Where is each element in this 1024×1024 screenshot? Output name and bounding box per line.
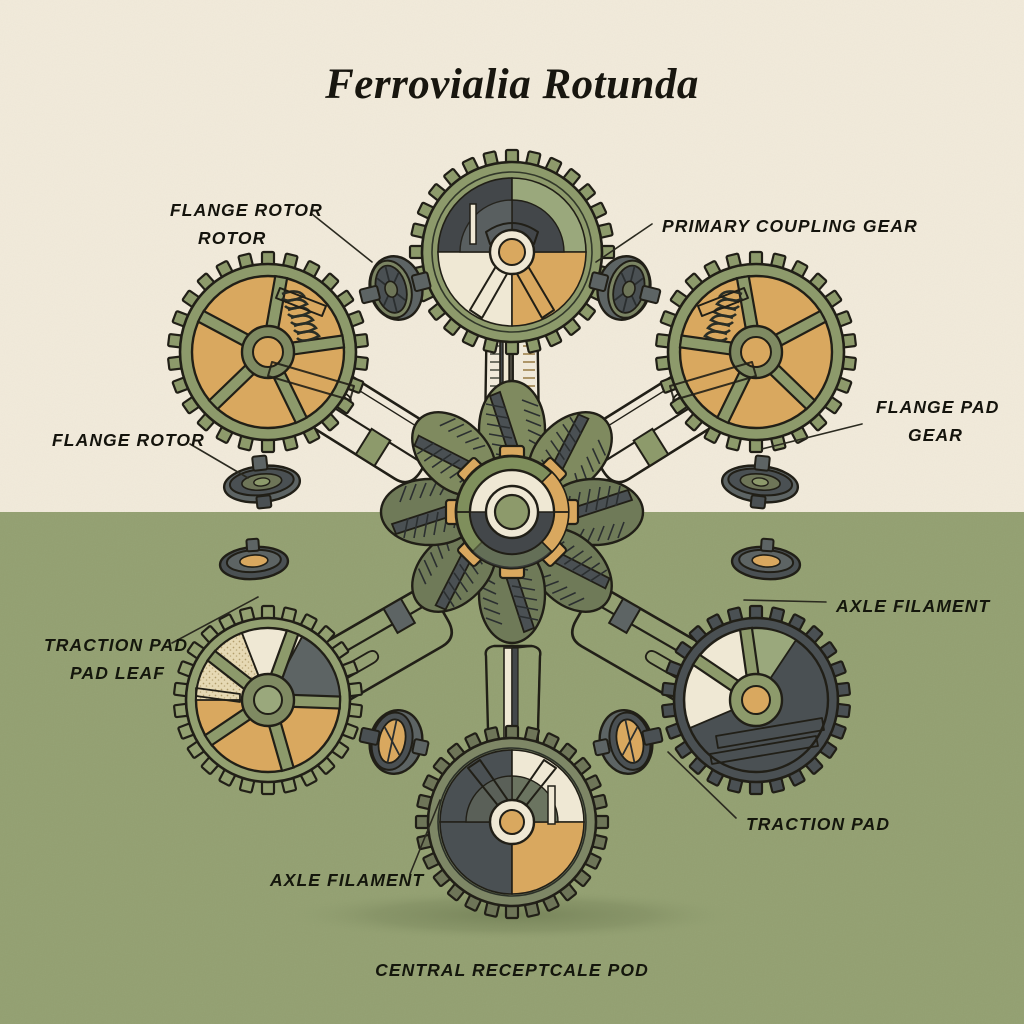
small-wheel-low-right [730,537,802,581]
callout-central-receptacle-pod[interactable]: CENTRAL RECEPTCALE POD [375,960,649,980]
gear-rim-inner-top [431,171,593,333]
gear-lower-right [661,604,851,796]
leader-flange-pad-gear [761,423,863,450]
leader-traction-pad [667,751,737,819]
leader-flange-rotor-rotor [311,213,373,263]
leader-axle-filament-right [743,599,827,603]
callout-label-line-1: CENTRAL RECEPTCALE POD [375,960,649,980]
callout-primary-coupling-gear[interactable]: PRIMARY COUPLING GEAR [662,216,918,236]
rosette-core [493,493,531,531]
callout-label-line-2: GEAR [908,425,963,445]
gear-assembly-lower-left [173,588,454,796]
gear-assembly-bottom [414,644,610,920]
small-wheel-top-left [358,255,432,321]
gear-bottom [414,724,610,920]
leader-traction-pad-pad-leaf [171,596,259,644]
callout-label-line-1: AXLE FILAMENT [835,596,991,616]
gear-lower-left [173,604,363,796]
gear-upper-right [655,250,857,454]
small-wheel-low-left [218,537,290,581]
gear-assembly-upper-right [585,250,857,484]
small-wheel-bottom-left [358,709,430,775]
callout-label-line-1: FLANGE PAD [876,397,999,417]
callout-flange-rotor[interactable]: FLANGE ROTOR [52,430,205,450]
callout-traction-pad[interactable]: TRACTION PAD [746,814,890,834]
callout-axle-filament-right[interactable]: AXLE FILAMENT [835,596,991,616]
callout-label-line-2: ROTOR [198,228,266,248]
callout-traction-pad-pad-leaf[interactable]: TRACTION PAD PAD LEAF [44,635,188,683]
callout-label-line-2: PAD LEAF [70,663,165,683]
callout-flange-rotor-rotor[interactable]: FLANGE ROTOR ROTOR [170,200,323,248]
leader-flange-rotor [189,443,249,479]
leader-primary-coupling-gear [595,223,653,263]
callout-label-line-1: TRACTION PAD [44,635,188,655]
callout-label-line-1: FLANGE ROTOR [52,430,205,450]
wheel-spokes [384,719,401,763]
gear-spokes-lower-left [203,628,342,773]
center-rosette [379,379,645,645]
small-wheel-top-right [588,255,662,321]
small-wheel-bottom-right [592,709,664,775]
gear-assembly-top [408,148,616,458]
leader-axle-filament-bottom [409,799,441,875]
small-wheel-mid-right [720,454,800,510]
callout-label-line-1: FLANGE ROTOR [170,200,323,220]
gear-top [408,148,616,356]
gear-assembly-lower-right [570,588,851,796]
callout-label-line-1: TRACTION PAD [746,814,890,834]
callout-label-line-1: PRIMARY COUPLING GEAR [662,216,918,236]
callout-label-line-1: AXLE FILAMENT [269,870,425,890]
callout-flange-pad-gear[interactable]: FLANGE PAD GEAR [876,397,999,445]
wheel-spokes [621,719,638,763]
callout-axle-filament-bottom[interactable]: AXLE FILAMENT [269,870,425,890]
page-title: Ferrovialia Rotunda [324,61,699,108]
gear-upper-left [167,250,369,454]
leader-lines [171,213,863,875]
